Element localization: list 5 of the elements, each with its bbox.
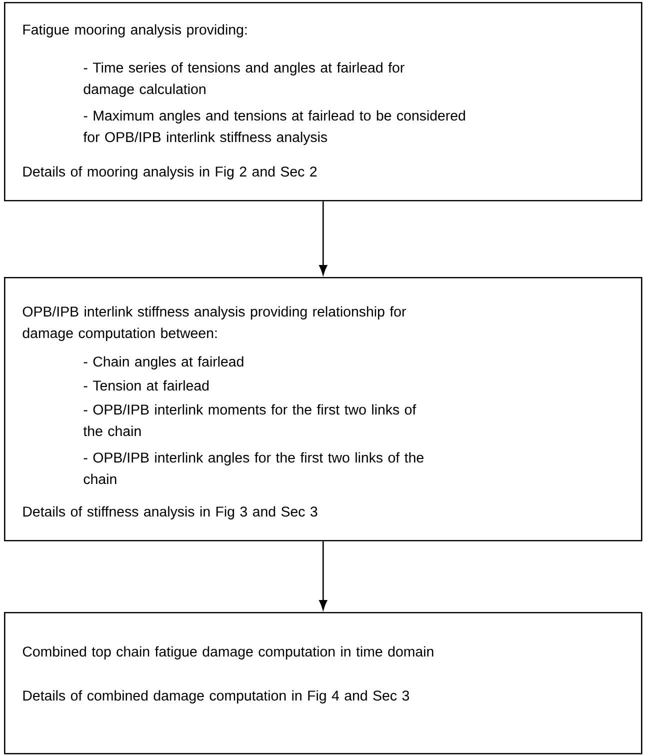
arrow: [319, 201, 328, 275]
arrow: [319, 541, 328, 610]
process-box: Combined top chain fatigue damage computation in time domain Details of combined damage computation in Fig 4 and Sec 3: [4, 612, 642, 754]
process-box: Fatigue mooring analysis providing: - Time series of tensions and angles at fairlead for damage calculation - Maximum angles and tensions at fairlead to be considered for OPB/IPB interlink stiffness analysis Details of mooring analysis in Fig 2 and Sec 2: [4, 2, 642, 202]
process-box: OPB/IPB interlink stiffness analysis providing relationship for damage computation between: - Chain angles at fairlead - Tension at fairlead - OPB/IPB interlink moments for the first two links of the chain - OPB/IPB interlink angles for the first two links of the chain Details of stiffness analysis in Fig 3 and Sec 3: [4, 277, 642, 542]
